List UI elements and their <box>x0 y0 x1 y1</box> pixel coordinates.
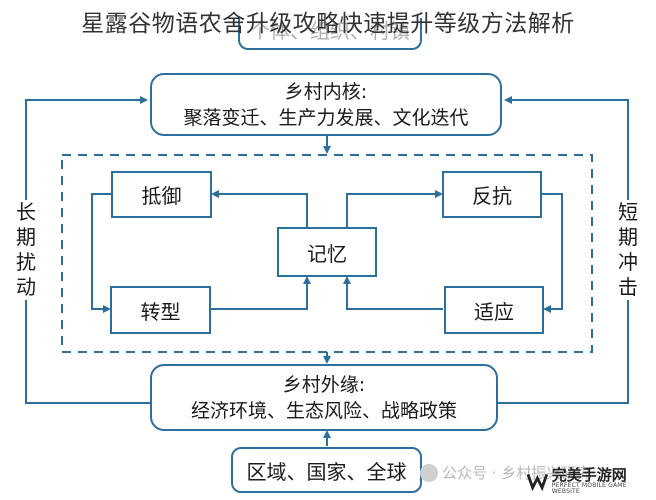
rural-outer-title: 乡村外缘: <box>282 373 366 396</box>
page-title: 星露谷物语农舍升级攻略快速提升等级方法解析 <box>81 11 575 37</box>
short-term-shock-label: 短 期 冲 击 <box>613 200 643 300</box>
arrow-memory-to-resist <box>211 190 308 228</box>
arrow-memory-to-revolt <box>346 190 443 228</box>
logo-cn-text: 完美手游网 <box>551 465 627 484</box>
transform-box: 转型 <box>110 286 211 334</box>
wechat-watermark: 公众号 · 乡村振兴研究 <box>420 462 591 483</box>
arrow-adapt-to-memory <box>343 276 443 310</box>
scale-box: 区域、国家、全球 <box>231 447 422 493</box>
resist-box: 抵御 <box>111 171 212 218</box>
rural-outer-detail: 经济环境、生态风险、战略政策 <box>190 399 457 422</box>
watermark-text: 公众号 · 乡村振兴研究 <box>442 464 592 482</box>
arrow-revolt-to-adapt <box>541 193 563 313</box>
arrow-long-disturb-top <box>25 96 150 404</box>
rural-outer-box: 乡村外缘: 经济环境、生态风险、战略政策 <box>150 364 498 431</box>
revolt-box: 反抗 <box>442 171 542 218</box>
site-logo: 完美手游网 PERFECT MOBILE GAME WEBSITE <box>527 466 651 496</box>
rural-core-detail: 聚落变迁、生产力发展、文化迭代 <box>183 106 469 129</box>
wechat-icon <box>420 463 438 482</box>
logo-w-icon <box>527 473 548 492</box>
logo-en-text: PERFECT MOBILE GAME WEBSITE <box>551 481 627 495</box>
arrow-resist-to-transform <box>91 193 112 313</box>
arrow-transform-to-memory <box>211 276 311 310</box>
adapt-box: 适应 <box>444 286 544 334</box>
rural-core-box: 乡村内核: 聚落变迁、生产力发展、文化迭代 <box>150 73 502 136</box>
rural-core-title: 乡村内核: <box>284 80 368 103</box>
top-partial-box: 个体、组织、村镇 <box>238 18 422 50</box>
long-term-disturbance-label: 长 期 扰 动 <box>11 200 41 300</box>
memory-box: 记忆 <box>277 227 377 277</box>
